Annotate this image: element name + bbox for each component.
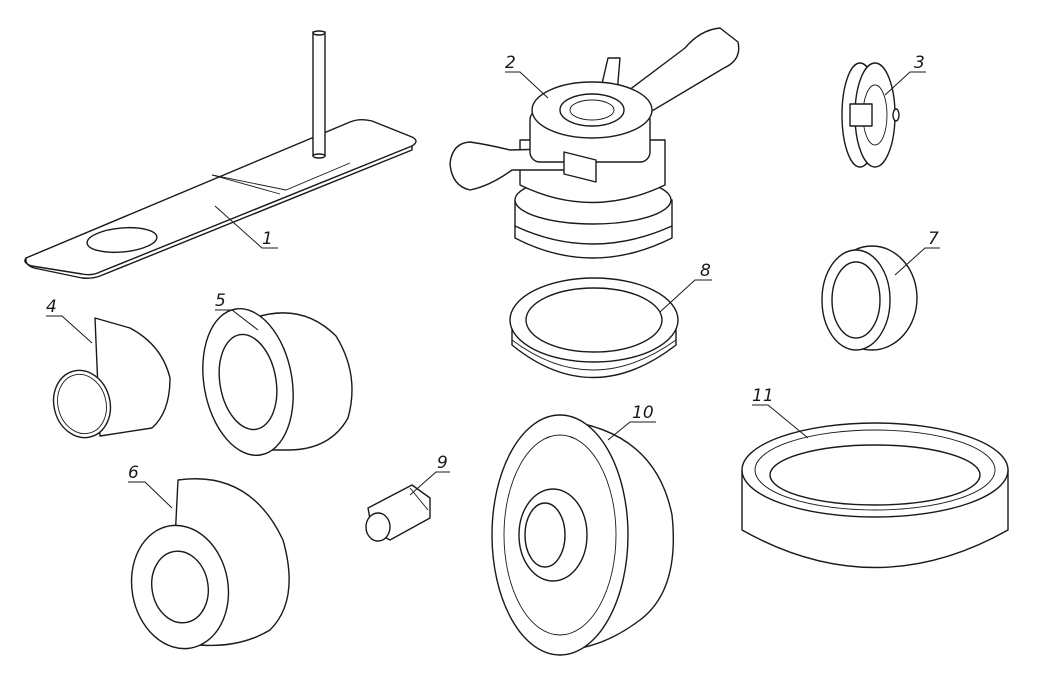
leader-6 xyxy=(128,481,173,509)
part-labels: 1 2 3 4 5 6 7 8 9 10 11 xyxy=(46,53,939,483)
label-part-5: 5 xyxy=(215,291,226,311)
leader-5 xyxy=(215,309,259,331)
leader-11 xyxy=(752,404,809,439)
leader-8 xyxy=(659,279,712,313)
leader-lines xyxy=(46,71,940,509)
label-part-6: 6 xyxy=(128,463,139,483)
part-3-small-spring-washer xyxy=(841,62,900,168)
label-part-8: 8 xyxy=(700,261,711,281)
leader-1 xyxy=(214,205,278,249)
leader-7 xyxy=(894,247,940,276)
label-part-4: 4 xyxy=(46,297,57,317)
label-part-7: 7 xyxy=(928,229,939,249)
part-1-plate-with-pin xyxy=(24,30,417,279)
part-8-flat-ring xyxy=(509,277,679,379)
part-5-cone-with-bore xyxy=(202,308,353,456)
part-7-ring xyxy=(821,245,918,351)
leader-2 xyxy=(505,71,549,99)
part-11-wide-ring xyxy=(741,422,1009,569)
leader-4 xyxy=(46,315,93,344)
part-10-large-flanged-cone xyxy=(491,414,675,656)
label-part-10: 10 xyxy=(632,403,654,423)
label-part-2: 2 xyxy=(505,53,516,73)
label-part-9: 9 xyxy=(437,453,448,473)
label-part-1: 1 xyxy=(262,229,273,249)
label-part-3: 3 xyxy=(914,53,925,73)
label-part-11: 11 xyxy=(752,386,774,406)
part-2-wing-nut-hub xyxy=(449,27,740,259)
part-9-hex-pin xyxy=(365,484,431,542)
leader-3 xyxy=(884,71,926,96)
leader-9 xyxy=(409,471,450,496)
part-6-large-cone xyxy=(130,478,290,650)
leader-10 xyxy=(607,421,656,441)
part-4-cone xyxy=(52,317,171,439)
